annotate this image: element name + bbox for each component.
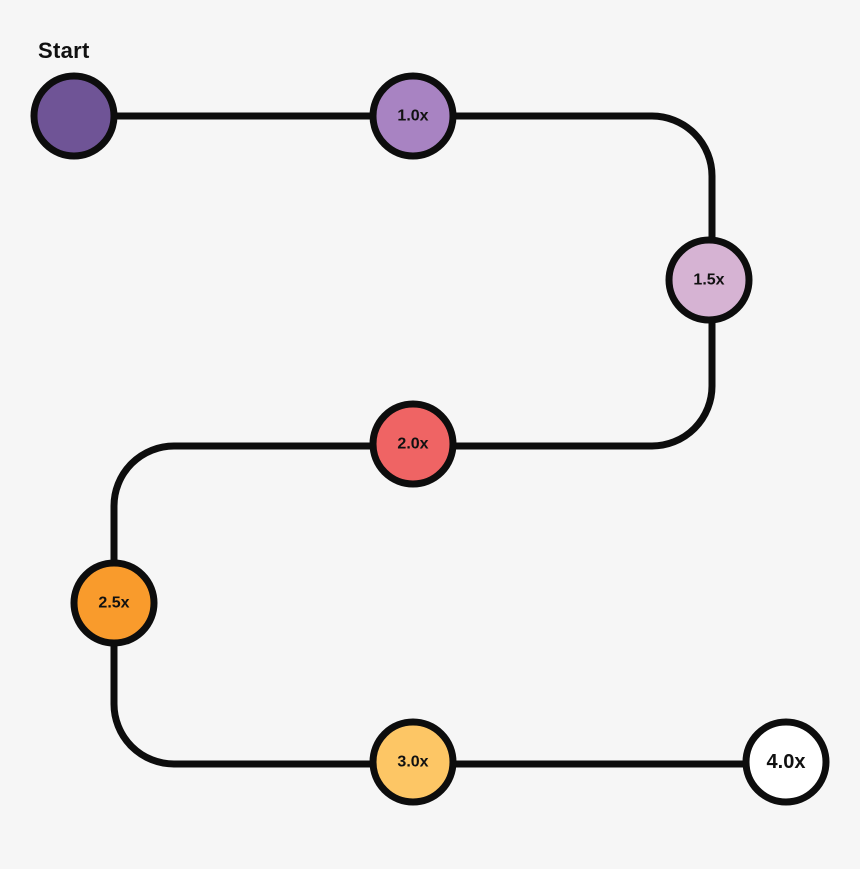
multiplier-node: 1.5x [665, 236, 753, 324]
node-circle [369, 72, 457, 160]
multiplier-node: 1.0x [369, 72, 457, 160]
multiplier-node: 2.5x [70, 559, 158, 647]
node-circle [665, 236, 753, 324]
node-label: 2.5x [98, 595, 129, 612]
node-label: 1.5x [693, 272, 724, 289]
node-circle [369, 718, 457, 806]
node-circle [742, 718, 830, 806]
start-label: Start [38, 38, 90, 63]
node-circle [369, 400, 457, 488]
multiplier-node: 3.0x [369, 718, 457, 806]
node-circle [70, 559, 158, 647]
node-circle [30, 72, 118, 160]
node-label: 3.0x [397, 754, 428, 771]
node-label: 1.0x [397, 108, 428, 125]
multiplier-node: 4.0x [742, 718, 830, 806]
node-label: 4.0x [767, 751, 806, 773]
node-label: 2.0x [397, 436, 428, 453]
start-node [30, 72, 118, 160]
multiplier-node: 2.0x [369, 400, 457, 488]
